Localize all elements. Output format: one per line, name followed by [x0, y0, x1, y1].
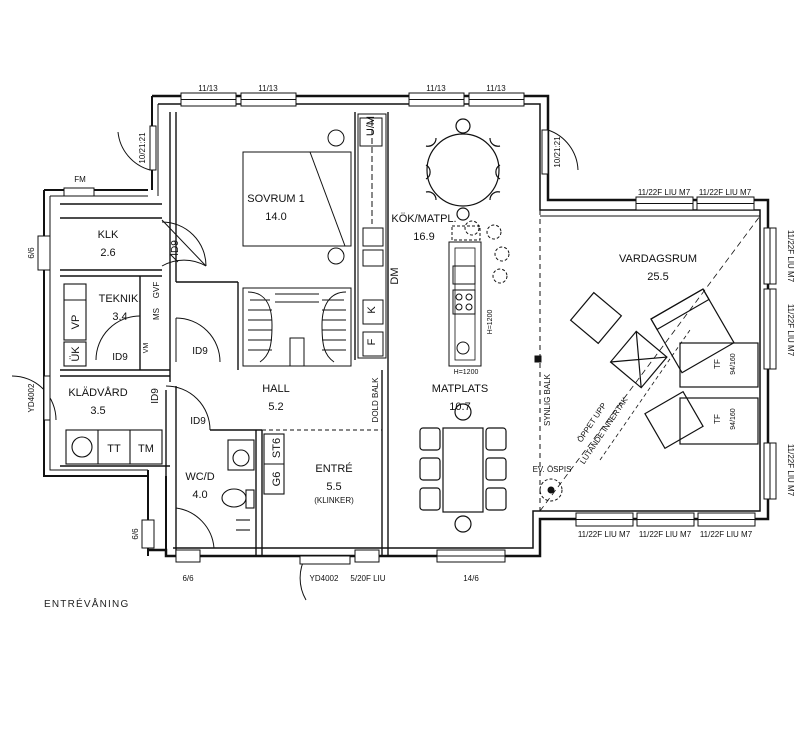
bed	[242, 129, 352, 265]
room-area-hall: 5.2	[268, 401, 283, 413]
room-labels: SOVRUM 1 14.0 KÖK/MATPL. 16.9 VARDAGSRUM…	[68, 193, 697, 505]
room-name-matplats: MATPLATS	[432, 383, 488, 395]
staircase	[242, 287, 352, 367]
room-name-hall: HALL	[262, 383, 290, 395]
room-area-kladvard: 3.5	[90, 405, 105, 417]
window-label: 6/6	[27, 247, 36, 259]
windows	[37, 92, 777, 563]
room-area-vardagsrum: 25.5	[647, 271, 668, 283]
room-name-kladvard: KLÄDVÅRD	[68, 386, 127, 399]
door-id9: ID9	[112, 352, 128, 363]
room-name-entre: ENTRÉ	[315, 462, 352, 475]
window-label: 11/22F LIU M7	[638, 188, 691, 197]
door-id9: ID9	[190, 416, 206, 427]
fixture-gvf: GVF	[152, 282, 161, 299]
note-dold-balk: DOLD BALK	[371, 377, 380, 423]
living-room-furniture	[569, 288, 759, 461]
interior-walls	[60, 112, 760, 556]
room-area-teknik: 3.4	[112, 311, 127, 323]
window-label: 6/6	[182, 574, 194, 583]
door-id9: ID9	[170, 240, 181, 256]
window-label: 11/13	[426, 84, 446, 93]
room-area-matplats: 10.7	[449, 401, 470, 413]
window-label: 10/21:21	[553, 136, 562, 168]
fixture-tf2: TF	[713, 414, 722, 424]
fixture-labels: FM VP ÜK MS GVF VM TT TM ST6 G6 U/M DM K…	[70, 116, 737, 486]
room-name-klk: KLK	[98, 229, 119, 241]
fixture-vp: VP	[70, 315, 82, 330]
dining-table	[419, 403, 507, 533]
doors	[11, 125, 579, 601]
fixture-k: K	[366, 306, 378, 314]
fixture-dm: DM	[389, 267, 401, 284]
room-area-kok: 16.9	[413, 231, 434, 243]
fixture-tt: TT	[107, 443, 121, 455]
fireplace-icon	[169, 253, 563, 502]
window-label: YD4002	[310, 574, 339, 583]
fixture-um: U/M	[365, 116, 377, 136]
fixture-st6: ST6	[271, 438, 283, 458]
room-area-entre: 5.5	[326, 481, 341, 493]
fixture-h1200b: H=1200	[454, 369, 479, 376]
fixture-f: F	[366, 338, 378, 345]
door-labels: ID9 ID9 ID9 ID9 ID9	[112, 240, 208, 427]
window-label: 11/13	[486, 84, 506, 93]
fixture-uk: ÜK	[70, 346, 82, 362]
window-label: 11/22F LIU M7	[786, 230, 795, 283]
window-label: YD4002	[27, 383, 36, 412]
window-label: 5/20F LIU	[350, 574, 385, 583]
fixture-vm: VM	[143, 343, 150, 354]
door-id9: ID9	[150, 388, 161, 404]
window-label: 11/13	[258, 84, 278, 93]
window-label: 11/22F LIU M7	[699, 188, 752, 197]
laundry-fixtures	[63, 283, 285, 531]
window-label: 14/6	[463, 574, 479, 583]
window-label: 6/6	[131, 528, 140, 540]
fixture-g6: G6	[271, 472, 283, 487]
window-label: 11/22F LIU M7	[578, 530, 631, 539]
plan-caption: ENTRÉVÅNING	[44, 599, 130, 610]
kitchen-fixtures	[357, 113, 510, 359]
room-area-sovrum: 14.0	[265, 211, 286, 223]
ceiling-slope-lines	[539, 215, 761, 512]
fixture-tf1: TF	[713, 359, 722, 369]
window-labels: 11/13 11/13 11/13 11/13 11/22F LIU M7 11…	[27, 84, 795, 583]
fixture-tf2s: 94/160	[730, 408, 737, 430]
door-id9: ID9	[192, 346, 208, 357]
window-label: 11/22F LIU M7	[700, 530, 753, 539]
room-name-teknik: TEKNIK.	[99, 293, 142, 305]
room-name-sovrum: SOVRUM 1	[247, 193, 304, 205]
fixture-h1200a: H=1200	[487, 310, 494, 335]
room-note-entre: (KLINKER)	[314, 496, 354, 505]
window-label: 11/13	[198, 84, 218, 93]
window-label: 11/22F LIU M7	[639, 530, 692, 539]
room-name-kok: KÖK/MATPL.	[391, 213, 456, 225]
room-area-klk: 2.6	[100, 247, 115, 259]
window-label: 11/22F LIU M7	[786, 304, 795, 357]
note-synlig-balk: SYNLIG BALK	[543, 373, 552, 426]
note-ev-ospis: EV. ÖSPIS	[533, 465, 572, 474]
fixture-ms: MS	[152, 308, 161, 320]
fixture-fm: FM	[74, 175, 86, 184]
round-table	[425, 118, 501, 221]
room-area-wc: 4.0	[192, 489, 207, 501]
window-label: 10/21:21	[138, 132, 147, 164]
room-name-wc: WC/D	[185, 471, 214, 483]
fixture-tf1s: 94/160	[730, 353, 737, 375]
room-name-vardagsrum: VARDAGSRUM	[619, 253, 697, 265]
window-label: 11/22F LIU M7	[786, 444, 795, 497]
fixture-tm: TM	[138, 443, 154, 455]
plan-notes: DOLD BALK SYNLIG BALK ÖPPET UPP LUTANDE …	[371, 373, 630, 474]
